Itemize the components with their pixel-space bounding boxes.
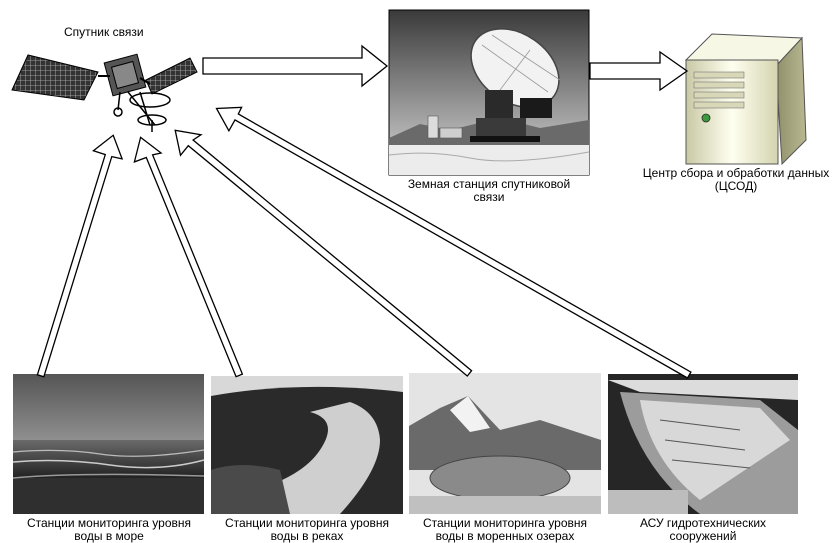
satellite-label: Спутник связи <box>64 25 144 39</box>
station-label-sea: Станции мониторинга уровня воды в море <box>10 517 208 543</box>
arrow-station-to-datacenter <box>589 50 689 92</box>
lake-station-photo <box>409 373 601 514</box>
sea-station-photo <box>12 374 205 514</box>
station-label-line2: сооружений <box>669 529 737 543</box>
data-center-label-line2: (ЦСОД) <box>714 179 758 193</box>
data-center-label-line1: Центр сбора и обработки данных <box>642 166 830 180</box>
station-label-line2: воды в моренных озерах <box>435 529 575 543</box>
station-label-river: Станции мониторинга уровня воды в реках <box>208 517 406 543</box>
station-label-lake: Станции мониторинга уровня воды в моренн… <box>406 517 604 543</box>
arrow-dam-to-satellite <box>215 106 692 379</box>
river-station-photo <box>211 376 403 514</box>
station-label-line1: Станции мониторинга уровня <box>224 516 390 530</box>
arrow-sea-to-satellite <box>36 134 124 378</box>
arrow-lake-to-satellite <box>174 129 473 377</box>
ground-station-label: Земная станция спутниковой связи <box>389 178 589 204</box>
data-center-label: Центр сбора и обработки данных (ЦСОД) <box>636 167 836 193</box>
server-icon <box>684 33 807 166</box>
ground-station-photo <box>388 9 590 176</box>
station-label-line1: Станции мониторинга уровня <box>26 516 192 530</box>
arrow-river-to-satellite <box>133 136 244 378</box>
satellite-image <box>10 30 200 135</box>
dam-station-photo <box>608 374 798 514</box>
arrow-satellite-to-station <box>202 44 389 88</box>
station-label-line1: Станции мониторинга уровня <box>422 516 588 530</box>
ground-station-label-line2: связи <box>473 190 505 204</box>
station-label-line2: воды в море <box>74 529 144 543</box>
station-label-line2: воды в реках <box>270 529 344 543</box>
ground-station-label-line1: Земная станция спутниковой <box>407 177 571 191</box>
station-label-line1: АСУ гидротехнических <box>639 516 767 530</box>
station-label-dam: АСУ гидротехнических сооружений <box>604 517 802 543</box>
